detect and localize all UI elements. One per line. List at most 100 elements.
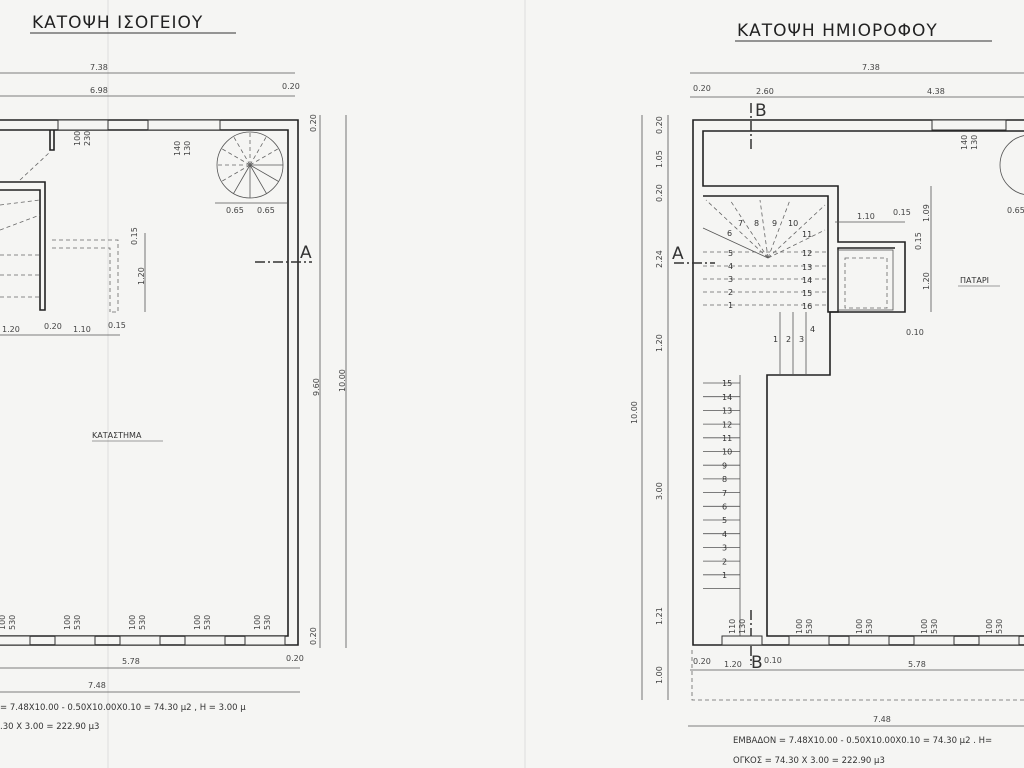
stair-step-number: 15: [802, 289, 812, 298]
mezzanine-title: ΚΑΤΟΨΗ ΗΜΙΟΡΟΦΟΥ: [737, 21, 938, 41]
dimension-label: 4.38: [927, 87, 945, 96]
stair-step-number: 14: [802, 276, 812, 285]
inner-wall: [0, 129, 289, 637]
winder-line: [705, 199, 769, 259]
dimension-label: 0.15: [914, 232, 923, 250]
area-formula: = 7.48X10.00 - 0.50X10.00X0.10 = 74.30 μ…: [0, 703, 246, 713]
window-height-label: 530: [8, 615, 17, 630]
stair-step-number: 2: [722, 557, 727, 566]
window-width-label: 100: [128, 615, 137, 630]
mezzanine-plan: ΚΑΤΟΨΗ ΗΜΙΟΡΟΦΟΥ 7.38 0.20 2.60 4.38 140…: [630, 21, 1024, 766]
stair-step-number: 3: [722, 544, 727, 553]
spiral-step-line: [249, 136, 267, 166]
dimension-label: 0.65: [257, 206, 275, 215]
dimension-label: 10.00: [338, 369, 347, 392]
section-marker-a: A: [300, 243, 312, 263]
dimension-label: 0.20: [655, 184, 664, 202]
stair-step-number: 13: [722, 407, 732, 416]
window-height-label: 530: [865, 619, 874, 634]
spiral-step-line: [249, 164, 267, 194]
stair-step-number: 1: [773, 335, 778, 344]
ground-floor-title: ΚΑΤΟΨΗ ΙΣΟΓΕΙΟΥ: [32, 13, 203, 33]
dimension-label: 1.05: [655, 150, 664, 168]
dimension-label: 6.98: [90, 86, 108, 95]
stair-step-number: 10: [722, 448, 732, 457]
dimension-label: 5.78: [908, 660, 926, 669]
window-height-label: 530: [930, 619, 939, 634]
spiral-staircase: [216, 131, 284, 199]
dimension-label: 0.20: [693, 84, 711, 93]
room-label-mezzanine: ΠΑΤΑΡΙ: [960, 276, 989, 285]
stair-step-number: 1: [722, 571, 727, 580]
stair-step-number: 14: [722, 393, 732, 402]
stair-step-number: 9: [722, 461, 727, 470]
dimension-label: 0.20: [309, 627, 318, 645]
spiral-staircase: [999, 135, 1024, 195]
stair-step-number: 15: [722, 379, 732, 388]
window-height-label: 130: [970, 135, 979, 150]
stair-step-number: 5: [722, 516, 727, 525]
window-width-label: 100: [253, 615, 262, 630]
dimension-label: 1.20: [655, 334, 664, 352]
window-width-label: 100: [193, 615, 202, 630]
dimension-label: 0.15: [893, 208, 911, 217]
room-label-store: ΚΑΤΑΣΤΗΜΑ: [92, 431, 142, 440]
dimension-label: 1.10: [857, 212, 875, 221]
dimension-label: 0.15: [108, 321, 126, 330]
dimension-label: 7.48: [88, 681, 106, 690]
dimension-label: 1.10: [73, 325, 91, 334]
window-width-label: 100: [63, 615, 72, 630]
stair-step-number: 4: [728, 262, 733, 271]
section-marker-a: A: [672, 244, 684, 264]
area-formula: ΕΜΒΑΔΟΝ = 7.48X10.00 - 0.50X10.00X0.10 =…: [733, 736, 992, 746]
dimension-label: 2.24: [655, 250, 664, 268]
dimension-label: 0.65: [1007, 206, 1024, 215]
window: [721, 635, 763, 646]
winder-line: [702, 227, 769, 259]
spiral-step-line: [249, 164, 279, 182]
volume-formula: ΟΓΚΟΣ = 74.30 X 3.00 = 222.90 μ3: [733, 756, 885, 766]
dimension-label: 10.00: [630, 401, 639, 424]
window-height-label: 530: [263, 615, 272, 630]
dimension-label: 7.48: [873, 715, 891, 724]
window: [54, 635, 96, 646]
window-height-label: 530: [203, 615, 212, 630]
window-height-label: 530: [73, 615, 82, 630]
dimension-label: 1.20: [137, 267, 146, 285]
stair-step-number: 10: [788, 219, 798, 228]
ground-floor-plan: ΚΑΤΟΨΗ ΙΣΟΓΕΙΟΥ 7.38 6.98 0.20 100 230 1…: [0, 13, 347, 732]
window: [788, 635, 830, 646]
window-width-label: 110: [728, 619, 737, 634]
spiral-step-line: [233, 164, 251, 194]
dimension-label: 1.21: [655, 607, 664, 625]
spiral-step-line: [221, 164, 251, 182]
spiral-step-line: [233, 136, 251, 166]
window-width-label: 140: [960, 135, 969, 150]
window: [244, 635, 286, 646]
dimension-label: 3.00: [655, 482, 664, 500]
window: [978, 635, 1020, 646]
window-height-label: 530: [138, 615, 147, 630]
stair-step-number: 11: [722, 434, 732, 443]
stair-step-number: 7: [722, 489, 727, 498]
inner-wall: [702, 130, 1024, 637]
dimension-label: 1.00: [655, 666, 664, 684]
dimension-label: 0.65: [226, 206, 244, 215]
stair-step-number: 4: [810, 325, 815, 334]
volume-formula: .30 X 3.00 = 222.90 μ3: [0, 722, 99, 732]
dimension-label: 0.10: [764, 656, 782, 665]
window: [913, 635, 955, 646]
window-width-label: 100: [0, 615, 7, 630]
dimension-label: 0.20: [309, 114, 318, 132]
dimension-label: 0.20: [44, 322, 62, 331]
section-marker-b: B: [755, 101, 767, 121]
stair-step-number: 3: [728, 275, 733, 284]
dimension-label: 0.20: [286, 654, 304, 663]
dimension-label: 1.20: [724, 660, 742, 669]
stair-step-number: 12: [802, 249, 812, 258]
stair-step-number: 6: [722, 503, 727, 512]
dimension-label: 9.60: [312, 378, 321, 396]
stair-step-number: 3: [799, 335, 804, 344]
window-width-label: 100: [73, 131, 82, 146]
